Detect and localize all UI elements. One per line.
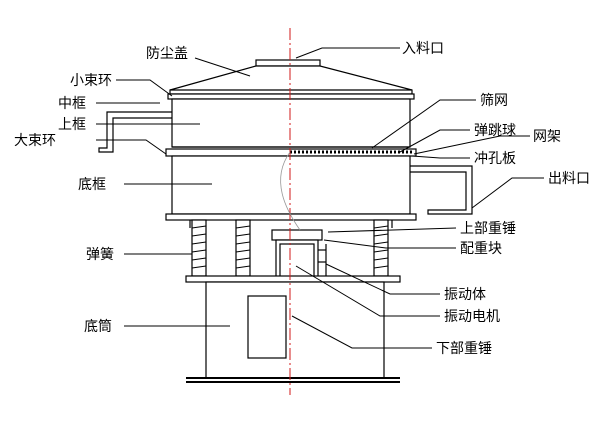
leader-counterweight xyxy=(323,239,456,249)
label-lower-weight: 下部重锤 xyxy=(436,341,492,357)
leader-vibrating-body xyxy=(325,263,440,295)
leader-inlet xyxy=(295,47,400,59)
base-opening xyxy=(247,295,287,359)
label-upper-weight: 上部重锤 xyxy=(460,221,516,237)
label-screen-mesh: 筛网 xyxy=(480,93,508,109)
label-counterweight: 配重块 xyxy=(460,241,502,257)
base-flange xyxy=(165,213,417,221)
leader-screen-mesh xyxy=(371,99,476,149)
leader-small-clamp xyxy=(116,79,173,97)
label-middle-frame: 中框 xyxy=(58,96,86,112)
leader-upper-weight xyxy=(327,227,457,233)
middle-frame-spout xyxy=(98,111,172,153)
inlet-cap xyxy=(255,59,321,67)
counterweight-block xyxy=(271,229,323,241)
label-vibrating-body: 振动体 xyxy=(444,287,486,303)
leader-outlet xyxy=(471,177,544,209)
label-bouncing-ball: 弹跳球 xyxy=(474,123,516,139)
outlet-spout xyxy=(410,165,473,215)
leader-mesh-frame xyxy=(413,135,530,155)
leader-punched-plate xyxy=(411,155,470,159)
label-spring: 弹簧 xyxy=(86,247,114,263)
label-punched-plate: 冲孔板 xyxy=(474,151,516,167)
label-base-frame: 底框 xyxy=(78,177,106,193)
label-small-clamp: 小束环 xyxy=(70,73,112,89)
spring-base-plate xyxy=(185,275,401,283)
base-cylinder xyxy=(205,281,385,379)
leader-vibration-motor xyxy=(295,265,440,317)
inner-flow-curve xyxy=(280,151,301,231)
leader-lower-weight xyxy=(291,315,432,349)
small-clamp-ring xyxy=(167,93,415,100)
label-outlet: 出料口 xyxy=(548,171,590,187)
upper-frame xyxy=(171,98,411,148)
label-large-clamp: 大束环 xyxy=(14,133,56,149)
label-upper-frame: 上框 xyxy=(58,117,86,133)
label-mesh-frame: 网架 xyxy=(533,129,561,145)
base-frame xyxy=(171,155,411,215)
label-base-cylinder: 底筒 xyxy=(84,318,112,335)
label-vibration-motor: 振动电机 xyxy=(444,309,500,325)
leader-large-clamp xyxy=(96,139,167,155)
label-inlet: 入料口 xyxy=(402,41,444,57)
label-dust-cover: 防尘盖 xyxy=(146,46,188,62)
leader-dust-cover xyxy=(194,57,251,77)
leader-bouncing-ball xyxy=(399,129,470,153)
